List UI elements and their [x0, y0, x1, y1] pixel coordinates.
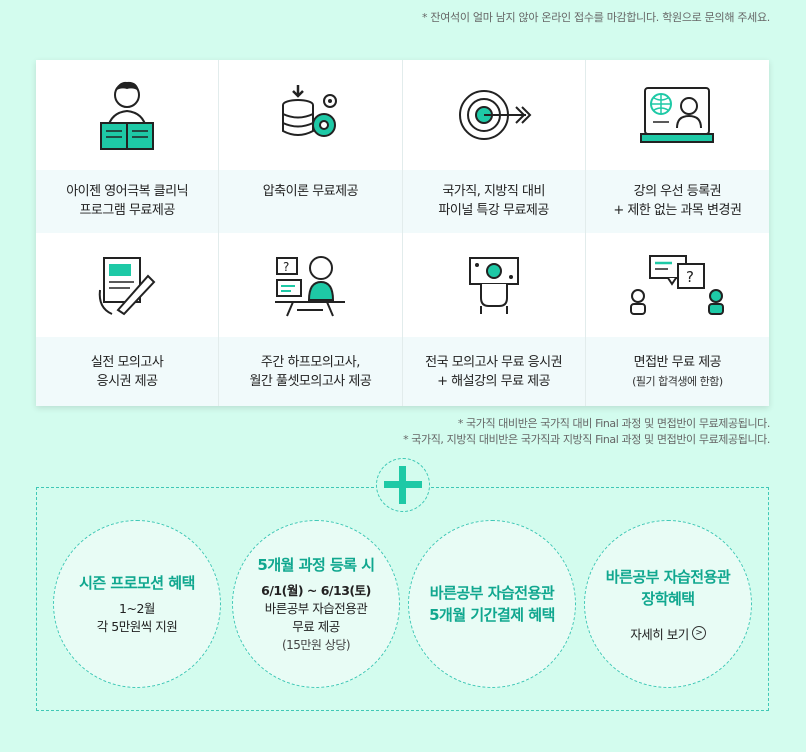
- interview-icon: ?: [630, 255, 725, 315]
- benefit-card-english-clinic: 아이젠 영어극복 클리닉 프로그램 무료제공: [36, 60, 220, 233]
- benefit-line: 강의 우선 등록권: [633, 184, 722, 199]
- plus-icon: [376, 458, 430, 512]
- student-desk-icon: ?: [275, 256, 346, 317]
- target-arrow-icon: [458, 90, 532, 140]
- circle-value: (15만원 상당): [281, 638, 351, 652]
- benefit-line: 실전 모의고사: [90, 354, 164, 370]
- circle-title: 시즌 프로모션 혜택: [79, 574, 195, 592]
- circle-period: 6/1(월) ~ 6/13(토): [261, 583, 371, 598]
- circle-line: 무료 제공: [292, 619, 340, 634]
- benefit-card-interview: ? 면접반 무료 제공 (필기 합격생에 한함): [585, 233, 769, 406]
- benefit-line: + 해설강의 무료 제공: [437, 373, 551, 389]
- benefit-line: 전국 모의고사 무료 응시권: [425, 354, 563, 370]
- benefit-line: 아이젠 영어극복 클리닉: [66, 184, 189, 199]
- exam-writing-icon: [98, 257, 156, 316]
- self-study-payment-circle: 바른공부 자습전용관 5개월 기간결제 혜택: [408, 520, 576, 688]
- benefit-grid: 아이젠 영어극복 클리닉 프로그램 무료제공 압축이론 무료제공: [36, 60, 769, 406]
- five-month-registration-circle: 5개월 과정 등록 시 6/1(월) ~ 6/13(토) 바른공부 자습전용관 …: [232, 520, 400, 688]
- benefit-card-priority-registration: 강의 우선 등록권 + 제한 없는 과목 변경권: [585, 60, 769, 233]
- circle-line: 바른공부 자습전용관: [264, 601, 368, 616]
- circle-arrow-icon: >: [691, 626, 706, 640]
- footnote: * 국가직 대비반은 국가직 대비 Final 과정 및 면접반이 무료제공됩니…: [457, 417, 771, 430]
- benefit-line: 월간 풀셋모의고사 제공: [249, 373, 372, 389]
- online-lecture-icon: [640, 87, 715, 143]
- benefit-line: + 제한 없는 과목 변경권: [613, 203, 742, 218]
- footnotes: * 국가직 대비반은 국가직 대비 Final 과정 및 면접반이 무료제공됩니…: [403, 416, 770, 448]
- benefit-line: 파이널 특강 무료제공: [438, 203, 549, 218]
- view-details-link[interactable]: 자세히 보기 >: [630, 624, 706, 643]
- season-promotion-circle: 시즌 프로모션 혜택 1~2월 각 5만원씩 지원: [53, 520, 221, 688]
- circle-title: 5개월 과정 등록 시: [257, 556, 375, 574]
- circle-title: 5개월 기간결제 혜택: [429, 606, 555, 624]
- benefit-card-compressed-theory: 압축이론 무료제공: [219, 60, 403, 233]
- benefit-card-weekly-mock: ? 주간 하프모의고사, 월간 풀셋모의고사 제공: [219, 233, 403, 406]
- circle-line: 1~2월: [119, 601, 155, 616]
- top-notice: * 잔여석이 얼마 남지 않아 온라인 접수를 마감합니다. 학원으로 문의해 …: [422, 11, 770, 24]
- benefit-card-final-lecture: 국가직, 지방직 대비 파이널 특강 무료제공: [402, 60, 586, 233]
- circle-title: 장학혜택: [641, 589, 695, 608]
- benefit-card-national-mock: 전국 모의고사 무료 응시권 + 해설강의 무료 제공: [402, 233, 586, 406]
- benefit-line: 응시권 제공: [96, 373, 158, 389]
- circle-line: 각 5만원씩 지원: [96, 619, 178, 634]
- circle-title: 바른공부 자습전용관: [429, 584, 555, 602]
- benefit-card-mock-exam: 실전 모의고사 응시권 제공: [36, 233, 220, 406]
- scholarship-circle: 바른공부 자습전용관 장학혜택 자세히 보기 >: [584, 520, 752, 688]
- benefit-line: 면접반 무료 제공: [633, 354, 722, 370]
- ticket-hand-icon: [468, 257, 519, 314]
- view-details-label: 자세히 보기: [630, 626, 689, 642]
- benefit-line: 주간 하프모의고사,: [260, 354, 360, 370]
- reading-person-icon: [100, 81, 155, 150]
- footnote: * 국가직, 지방직 대비반은 국가직과 지방직 Final 과정 및 면접반이…: [403, 433, 770, 446]
- svg-text:?: ?: [686, 268, 694, 286]
- database-gear-icon: [282, 85, 338, 137]
- benefit-line: 압축이론 무료제공: [262, 184, 359, 199]
- svg-text:?: ?: [283, 260, 289, 274]
- benefit-line: 국가직, 지방직 대비: [442, 184, 545, 199]
- circle-title: 바른공부 자습전용관: [605, 567, 731, 586]
- benefit-line: 프로그램 무료제공: [79, 203, 175, 218]
- benefit-condition: (필기 합격생에 한함): [632, 374, 723, 388]
